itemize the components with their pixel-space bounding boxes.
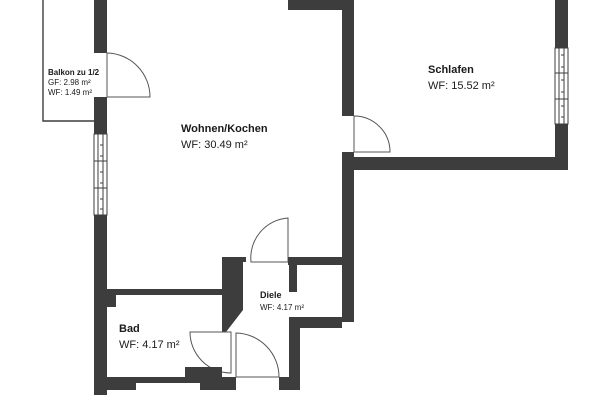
wall-left-mid — [94, 97, 107, 134]
room-area-wf: WF: 1.49 m² — [48, 88, 93, 97]
wall-bottom-right — [279, 377, 300, 390]
wall-right-upper — [555, 0, 568, 48]
room-area-wf: WF: 4.17 m² — [260, 303, 305, 313]
room-label-wohnen: Wohnen/Kochen WF: 30.49 m² — [181, 123, 268, 153]
door-schlafen[interactable] — [353, 115, 391, 153]
room-area-wf: WF: 15.52 m² — [428, 79, 495, 92]
wall-left-lower — [94, 215, 107, 395]
window-right — [554, 47, 569, 125]
room-name: Balkon zu 1/2 — [48, 68, 100, 77]
room-name: Bad — [119, 323, 140, 335]
wall-left-upper — [94, 0, 107, 53]
room-area-wf: WF: 30.49 m² — [181, 138, 248, 151]
room-label-balkon: Balkon zu 1/2 GF: 2.98 m² WF: 1.49 m² — [48, 68, 99, 98]
wall-wohnen-schlafen-lower — [342, 152, 354, 322]
room-area-gf: GF: 2.98 m² — [48, 78, 91, 87]
wall-diele-right — [297, 317, 342, 328]
wall-diele-top-right — [288, 257, 342, 265]
door-entrance[interactable] — [235, 332, 280, 378]
wall-bad-top — [107, 289, 222, 295]
window-left — [93, 133, 108, 216]
room-name: Wohnen/Kochen — [181, 123, 268, 135]
wall-wohnen-schlafen-upper — [342, 0, 354, 116]
wall-diele-left — [222, 257, 246, 332]
wall-right-lower — [555, 124, 568, 170]
room-name: Diele — [260, 290, 282, 300]
wall-bottom-left — [94, 367, 236, 390]
wall-schlafen-bottom — [354, 157, 568, 170]
wall-top-stub — [288, 0, 350, 10]
balcony-outline — [42, 0, 94, 122]
room-label-schlafen: Schlafen WF: 15.52 m² — [428, 64, 495, 94]
door-balcony[interactable] — [106, 52, 151, 98]
room-label-diele: Diele WF: 4.17 m² — [260, 290, 304, 313]
door-diele-top[interactable] — [250, 217, 289, 263]
room-area-wf: WF: 4.17 m² — [119, 338, 180, 351]
room-name: Schlafen — [428, 64, 474, 76]
wall-diele-right-vert — [289, 317, 300, 390]
door-bad[interactable] — [189, 331, 232, 374]
wall-bad-notch — [107, 295, 116, 307]
room-label-bad: Bad WF: 4.17 m² — [119, 323, 180, 353]
wall-diele-stub — [289, 265, 297, 292]
